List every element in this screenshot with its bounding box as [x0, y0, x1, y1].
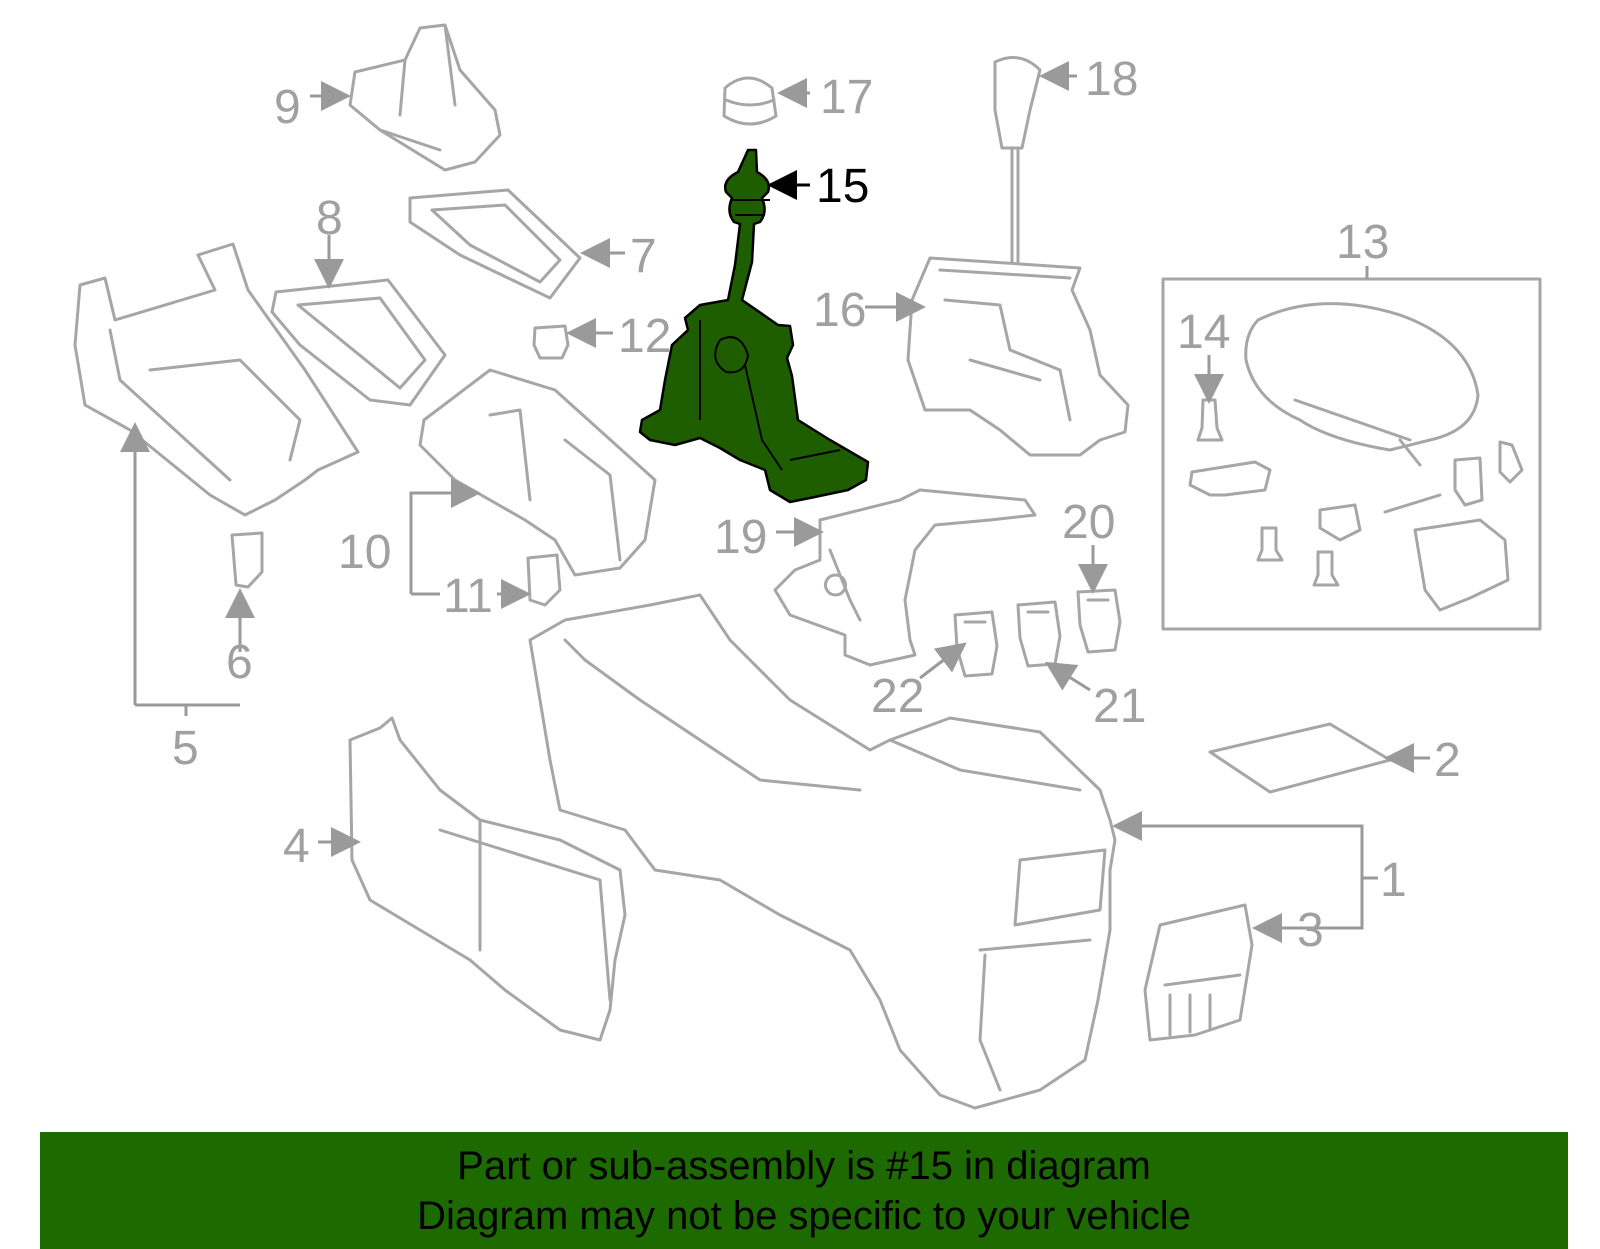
part-21-switch — [1016, 600, 1062, 668]
callout-16: 16 — [813, 284, 866, 337]
part-2-mat — [1208, 722, 1392, 794]
callout-5: 5 — [172, 722, 199, 775]
callout-19: 19 — [714, 511, 767, 564]
part-22-switch — [953, 610, 999, 678]
part-4-side-panel — [348, 716, 627, 1042]
callout-13: 13 — [1336, 216, 1389, 269]
part-6-clip — [230, 531, 264, 589]
callout-14: 14 — [1177, 306, 1230, 359]
part-10-cup-holder — [418, 368, 657, 577]
part-18-shift-knob — [993, 56, 1042, 264]
banner-line-part-number: Part or sub-assembly is #15 in diagram — [457, 1143, 1151, 1188]
callout-3: 3 — [1297, 904, 1324, 957]
callout-17: 17 — [820, 71, 873, 124]
leader-lines — [120, 61, 1430, 943]
part-5-console-panel — [73, 242, 360, 517]
callout-labels: 9 17 15 18 8 7 12 16 13 14 10 11 6 5 19 … — [172, 53, 1461, 957]
callout-22: 22 — [871, 670, 924, 723]
part-11-clip — [526, 553, 562, 607]
part-16-shifter — [906, 256, 1130, 457]
callout-21: 21 — [1093, 680, 1146, 733]
part-8-trim — [270, 278, 447, 407]
callout-1: 1 — [1380, 854, 1407, 907]
part-9-shift-boot — [348, 23, 502, 172]
part-3-vent — [1143, 903, 1254, 1042]
part-17-knob — [722, 76, 778, 126]
part-12-clip — [532, 324, 570, 360]
info-banner: Part or sub-assembly is #15 in diagram D… — [40, 1132, 1568, 1249]
part-15-shifter-assembly — [638, 148, 870, 504]
callout-15: 15 — [816, 160, 869, 213]
banner-line-disclaimer: Diagram may not be specific to your vehi… — [417, 1193, 1191, 1238]
callout-10: 10 — [338, 526, 391, 579]
part-1-console-body — [528, 593, 1117, 1110]
callout-6: 6 — [226, 636, 253, 689]
callout-18: 18 — [1085, 53, 1138, 106]
callout-20: 20 — [1062, 496, 1115, 549]
callout-7: 7 — [630, 230, 657, 283]
callout-4: 4 — [283, 820, 310, 873]
callout-2: 2 — [1434, 734, 1461, 787]
part-7-bezel — [408, 188, 582, 300]
callout-12: 12 — [618, 310, 671, 363]
callout-9: 9 — [274, 81, 301, 134]
callout-11: 11 — [443, 570, 493, 623]
callout-8: 8 — [316, 192, 343, 245]
part-19-parking-brake — [773, 488, 1037, 667]
part-13-armrest-kit — [1161, 277, 1542, 631]
part-20-switch — [1076, 588, 1122, 654]
